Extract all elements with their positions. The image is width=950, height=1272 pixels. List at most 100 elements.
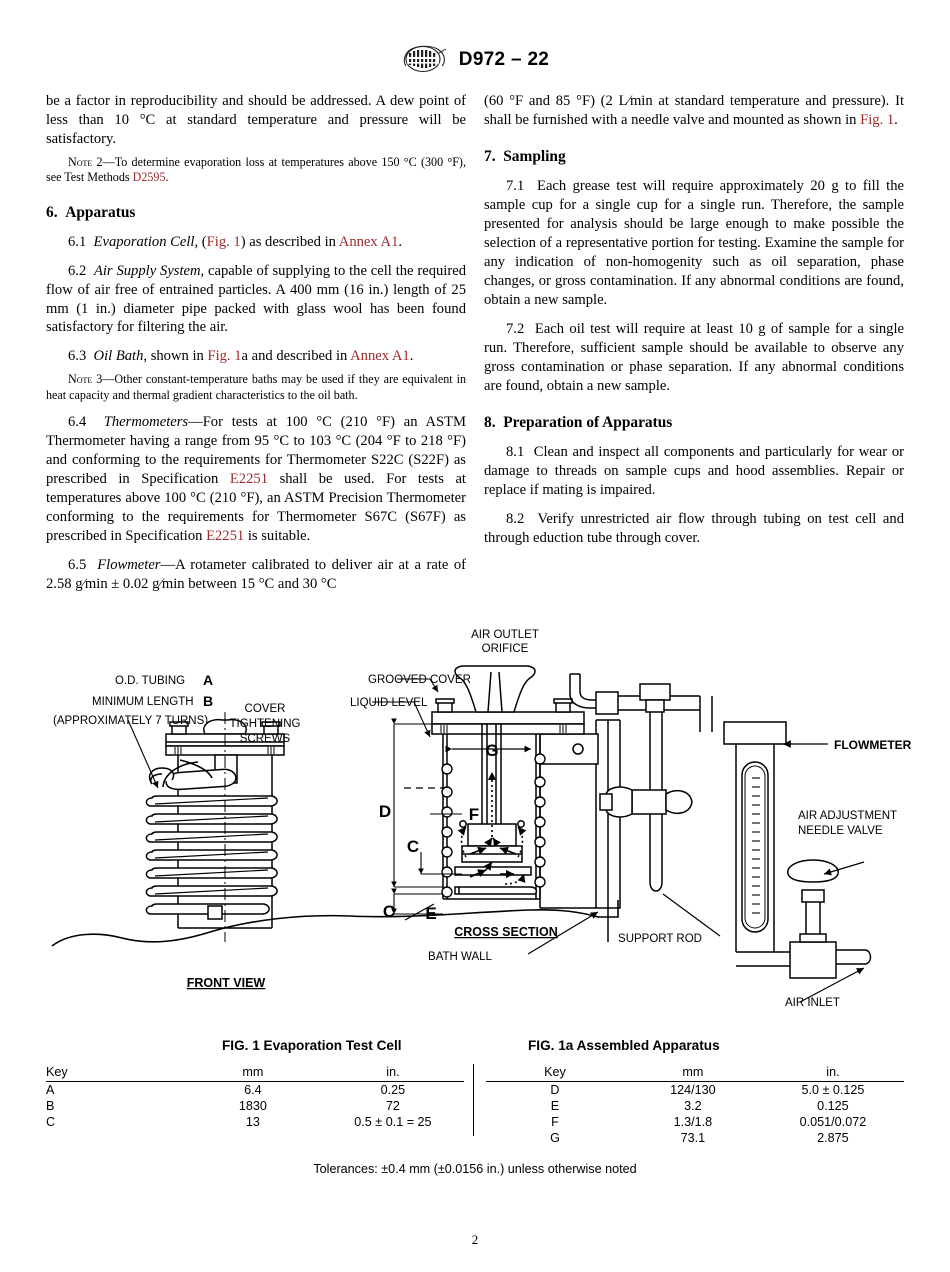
label-cover-screws-3: SCREWS bbox=[240, 733, 291, 745]
p82-text: Verify unrestricted air flow through tub… bbox=[484, 510, 905, 546]
paragraph-6-5: 6.5 Flowmeter—A rotameter calibrated to … bbox=[46, 556, 466, 594]
note-2-tail: . bbox=[165, 170, 169, 185]
label-key-a: A bbox=[203, 672, 213, 688]
fig1-header-in: in. bbox=[321, 1064, 464, 1082]
note-2-text: 2—To determine evaporation loss at tempe… bbox=[46, 154, 466, 185]
fig1a-r3-in: 2.875 bbox=[817, 1131, 849, 1145]
p64-ref-e2251-b[interactable]: E2251 bbox=[206, 527, 245, 544]
p63-ref-annex-a1[interactable]: Annex A1 bbox=[350, 348, 410, 365]
fig1-r2-in: 0.5 ± 0.1 = 25 bbox=[354, 1115, 432, 1129]
right-text-column: (60 °F and 85 °F) (2 L∕min at standard t… bbox=[484, 92, 904, 547]
note-2-label: Note bbox=[68, 154, 93, 169]
fig1-r1-in: 72 bbox=[385, 1099, 400, 1113]
p65-number: 6.5 bbox=[68, 556, 87, 573]
page-header: D972 – 22 bbox=[0, 44, 950, 76]
label-front-view: FRONT VIEW bbox=[187, 976, 266, 990]
table-row: C 13 0.5 ± 0.1 = 25 bbox=[46, 1114, 464, 1130]
fig1a-r0-key: D bbox=[550, 1083, 560, 1097]
paragraph-6-3: 6.3 Oil Bath, shown in Fig. 1a and descr… bbox=[46, 347, 466, 366]
fig1a-r3-key: G bbox=[550, 1131, 560, 1145]
rc-t2: . bbox=[894, 111, 898, 128]
p62-text: capable of supplying to the cell the req… bbox=[46, 262, 466, 336]
flowmeter-assembly-group bbox=[527, 673, 872, 1003]
section-7-number: 7. bbox=[484, 147, 496, 165]
p64-term: Thermometers bbox=[103, 414, 189, 431]
apparatus-diagram-svg: O.D. TUBING A MINIMUM LENGTH B (APPROXIM… bbox=[51, 629, 912, 1009]
paragraph-8-1: 8.1 Clean and inspect all components and… bbox=[484, 443, 904, 500]
label-cross-section: CROSS SECTION bbox=[454, 925, 558, 939]
fig1a-key-table: Key mm in. D 124/130 5.0 ± 0.125 E 3.2 0… bbox=[486, 1064, 904, 1146]
paragraph-7-1: 7.1 Each grease test will require approx… bbox=[484, 177, 904, 310]
label-dim-g: G bbox=[485, 741, 498, 760]
fig1-r2-key: C bbox=[46, 1115, 56, 1129]
note-2-ref-d2595[interactable]: D2595 bbox=[132, 170, 166, 185]
label-dim-d: D bbox=[379, 802, 391, 821]
p64-t2: shall be used. For tests at temperatures… bbox=[46, 471, 466, 544]
section-7-title: Sampling bbox=[503, 147, 566, 165]
label-dim-c-lower: C bbox=[383, 902, 395, 921]
label-support-rod: SUPPORT ROD bbox=[618, 933, 702, 945]
fig1a-r2-key: F bbox=[551, 1115, 559, 1129]
table-row: F 1.3/1.8 0.051/0.072 bbox=[486, 1114, 904, 1130]
section-6-heading: 6. Apparatus bbox=[46, 203, 466, 223]
p82-number: 8.2 bbox=[506, 510, 525, 527]
standard-designation: D972 – 22 bbox=[458, 49, 550, 70]
label-dim-c-upper: C bbox=[407, 837, 419, 856]
p63-term: Oil Bath, bbox=[93, 348, 148, 365]
p62-term: Air Supply System, bbox=[93, 262, 205, 279]
p64-number: 6.4 bbox=[68, 414, 87, 431]
p61-ref-fig1[interactable]: Fig. 1 bbox=[206, 233, 241, 250]
table-row: D 124/130 5.0 ± 0.125 bbox=[486, 1082, 904, 1099]
p72-number: 7.2 bbox=[506, 320, 525, 337]
fig1a-title: FIG. 1a Assembled Apparatus bbox=[528, 1038, 720, 1053]
front-view-group bbox=[127, 712, 285, 942]
p61-t2: ) as described in bbox=[240, 233, 339, 250]
fig1-r0-in: 0.25 bbox=[380, 1083, 406, 1097]
fig1a-r1-in: 0.125 bbox=[817, 1099, 849, 1113]
label-cover-screws-2: TIGHTENING bbox=[230, 718, 301, 730]
section-8-heading: 8. Preparation of Apparatus bbox=[484, 413, 904, 433]
bath-wall-group bbox=[51, 900, 619, 947]
fig1a-r3-mm: 73.1 bbox=[680, 1131, 706, 1145]
paragraph-7-2: 7.2 Each oil test will require at least … bbox=[484, 320, 904, 396]
p63-ref-fig1a[interactable]: Fig. 1 bbox=[207, 348, 242, 365]
p63-t2: a and described in bbox=[241, 348, 351, 365]
section-8-title: Preparation of Apparatus bbox=[503, 413, 673, 431]
section-6-title: Apparatus bbox=[65, 203, 136, 221]
rc-ref-fig1[interactable]: Fig. 1 bbox=[860, 111, 895, 128]
page-number: 2 bbox=[471, 1232, 479, 1247]
fig1a-r2-mm: 1.3/1.8 bbox=[673, 1115, 713, 1129]
p64-ref-e2251-a[interactable]: E2251 bbox=[229, 471, 268, 488]
paragraph-6-1: 6.1 Evaporation Cell, (Fig. 1) as descri… bbox=[46, 233, 466, 252]
fig1-r0-mm: 6.4 bbox=[244, 1083, 262, 1097]
table-header-row: Key mm in. bbox=[486, 1064, 904, 1082]
p61-t3: . bbox=[398, 233, 403, 250]
label-cover-screws-1: COVER bbox=[245, 703, 286, 715]
p65-term: Flowmeter bbox=[97, 556, 161, 573]
p64-t1: —For tests at 100 °C (210 °F) an ASTM Th… bbox=[46, 414, 467, 488]
label-liquid-level: LIQUID LEVEL bbox=[350, 697, 428, 709]
label-approx-turns: (APPROXIMATELY 7 TURNS) bbox=[53, 715, 208, 727]
note-2: Note 2—To determine evaporation loss at … bbox=[46, 155, 466, 186]
table-row: G 73.1 2.875 bbox=[486, 1130, 904, 1146]
label-dim-e: E bbox=[425, 904, 436, 923]
fig1a-r0-in: 5.0 ± 0.125 bbox=[801, 1083, 865, 1097]
astm-logo-icon bbox=[401, 44, 447, 76]
table-header-row: Key mm in. bbox=[46, 1064, 464, 1082]
fig1-r1-mm: 1830 bbox=[238, 1099, 267, 1113]
table-titles: FIG. 1 Evaporation Test Cell FIG. 1a Ass… bbox=[46, 1038, 904, 1062]
p63-number: 6.3 bbox=[68, 348, 87, 365]
fig1-header-mm: mm bbox=[183, 1064, 322, 1082]
p72-text: Each oil test will require at least 10 g… bbox=[484, 320, 905, 394]
fig1-r1-key: B bbox=[46, 1099, 55, 1113]
p61-ref-annex-a1[interactable]: Annex A1 bbox=[338, 233, 399, 250]
fig1a-r1-mm: 3.2 bbox=[684, 1099, 702, 1113]
p71-text: Each grease test will require approximat… bbox=[484, 177, 904, 308]
p64-t3: is suitable. bbox=[244, 527, 311, 544]
label-air-outlet-1: AIR OUTLET bbox=[471, 629, 539, 641]
fig1-title: FIG. 1 Evaporation Test Cell bbox=[222, 1038, 402, 1053]
label-air-adjustment-1: AIR ADJUSTMENT bbox=[798, 810, 897, 822]
tolerances-note: Tolerances: ±0.4 mm (±0.0156 in.) unless… bbox=[313, 1162, 637, 1176]
p71-number: 7.1 bbox=[506, 177, 525, 194]
